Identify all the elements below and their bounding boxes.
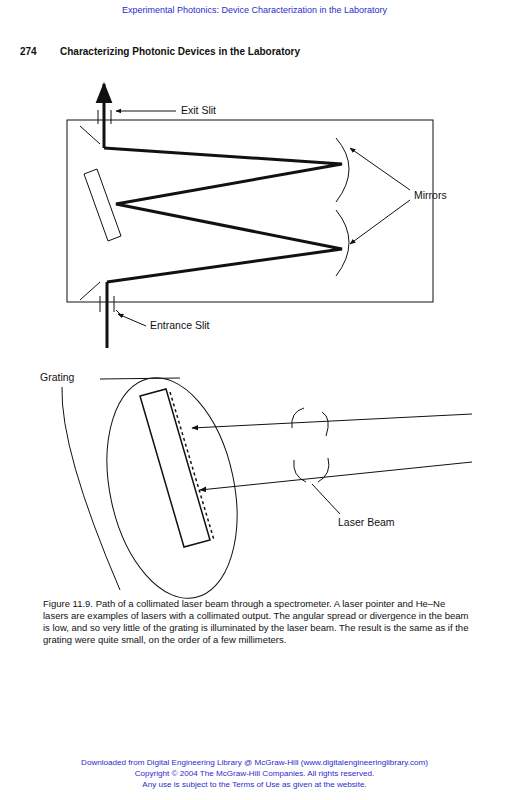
entrance-slit-jaw [114,296,115,312]
leader-line [312,484,340,514]
part-label: Grating [40,371,74,383]
leader-line [350,200,410,244]
footer-note: Any use is subject to the Terms of Use a… [0,780,509,789]
beam-cross-section [318,458,329,482]
beam-path [104,148,342,282]
running-header: Experimental Photonics: Device Character… [0,5,509,15]
part-label: Laser Beam [338,516,395,528]
output-beam [103,84,106,148]
running-head: Characterizing Photonic Devices in the L… [60,46,300,58]
input-beam [106,282,109,348]
part-label: Entrance Slit [150,319,210,331]
fold-mirror [80,126,100,144]
footer-note: Downloaded from Digital Engineering Libr… [0,758,509,767]
laser-ray [192,414,472,428]
figure-caption: Figure 11.9. Path of a collimated laser … [43,598,473,646]
beam-cross-section [294,460,306,482]
footer-note: Copyright © 2004 The McGraw-Hill Compani… [0,769,509,778]
page-number: 274 [20,46,37,58]
grating-grooves [170,392,214,540]
entrance-slit-jaw [100,296,101,312]
leader-line [116,310,120,314]
beam-cross-section [322,412,328,436]
part-label: Exit Slit [181,104,216,116]
grating-magnified [140,389,210,547]
exit-slit-jaw [98,110,99,124]
laser-ray [200,462,472,490]
part-label: Mirrors [414,189,447,201]
beam-cross-section [292,408,304,428]
concave-mirror [336,210,349,276]
leader-line [100,378,180,379]
leader-line [118,314,146,326]
spectrometer-housing [67,120,433,302]
leader-line [62,387,120,590]
fold-mirror [80,282,100,300]
concave-mirror [336,138,349,202]
grating-symbol [84,169,121,241]
leader-line [350,148,410,190]
exit-slit-jaw [111,110,112,124]
leader-line [116,111,176,112]
